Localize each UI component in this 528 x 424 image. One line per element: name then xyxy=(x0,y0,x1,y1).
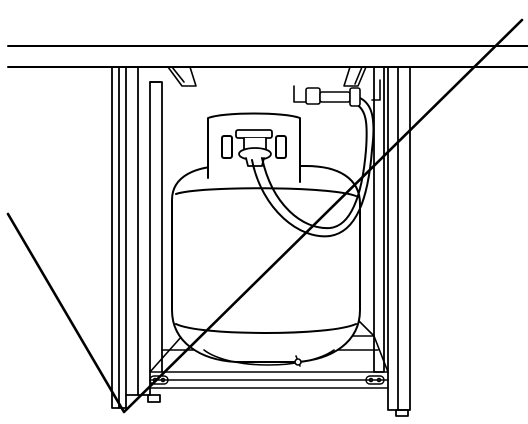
tank-valve xyxy=(235,129,273,167)
gas-hose xyxy=(251,97,375,238)
right-bracket xyxy=(343,66,367,87)
hose-fitting xyxy=(293,79,381,107)
left-bracket xyxy=(167,66,197,87)
table-top xyxy=(7,45,528,68)
left-leg xyxy=(111,66,163,409)
wrong-check-mark xyxy=(6,18,524,414)
right-leg xyxy=(373,66,411,417)
tank-base xyxy=(203,349,335,367)
